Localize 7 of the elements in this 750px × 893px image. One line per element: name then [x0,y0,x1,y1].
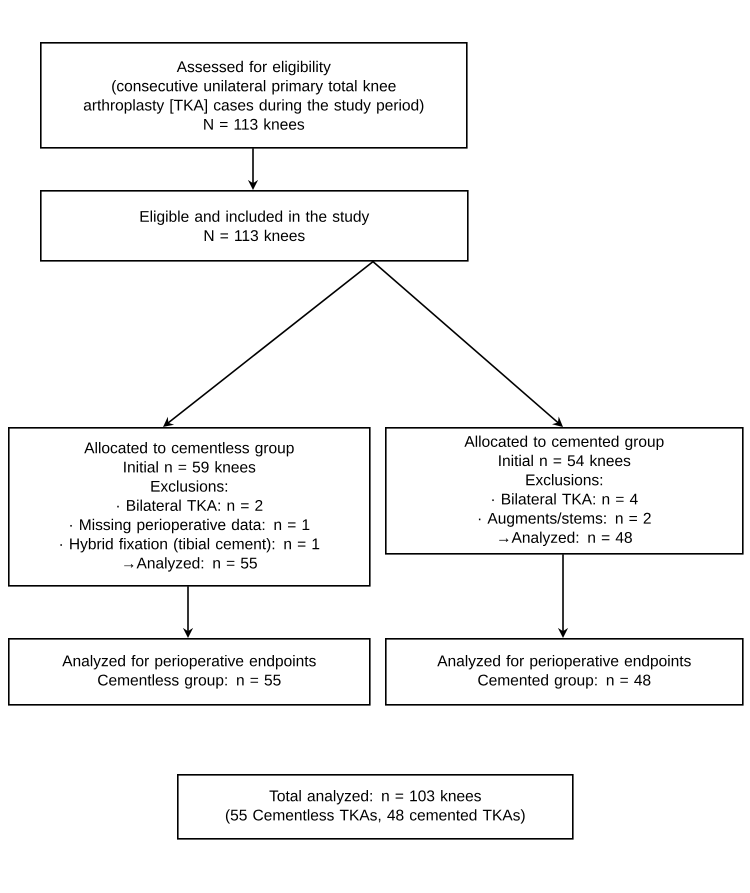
process-box: Allocated to cementless group Initial n = 59 knees Exclusions: · Bilateral TKA: n = 2 · Missing perioperative data: n = 1 · Hybrid fixation (tibial cement): n = 1 →Analyzed: n = 55 [8,427,371,587]
process-box: Assessed for eligibility (consecutive unilateral primary total knee arthroplasty [TKA] cases during the study period) N = 113 knees [40,42,468,149]
process-box: Analyzed for perioperative endpoints Cemented group: n = 48 [385,638,744,706]
process-box: Eligible and included in the study N = 113 knees [40,190,469,262]
process-box: Allocated to cemented group Initial n = 54 knees Exclusions: · Bilateral TKA: n = 4 · Augments/stems: n = 2 →Analyzed: n = 48 [385,427,744,555]
process-box: Analyzed for perioperative endpoints Cementless group: n = 55 [8,638,371,706]
process-box: Total analyzed: n = 103 knees (55 Cementless TKAs, 48 cemented TKAs) [177,774,574,840]
